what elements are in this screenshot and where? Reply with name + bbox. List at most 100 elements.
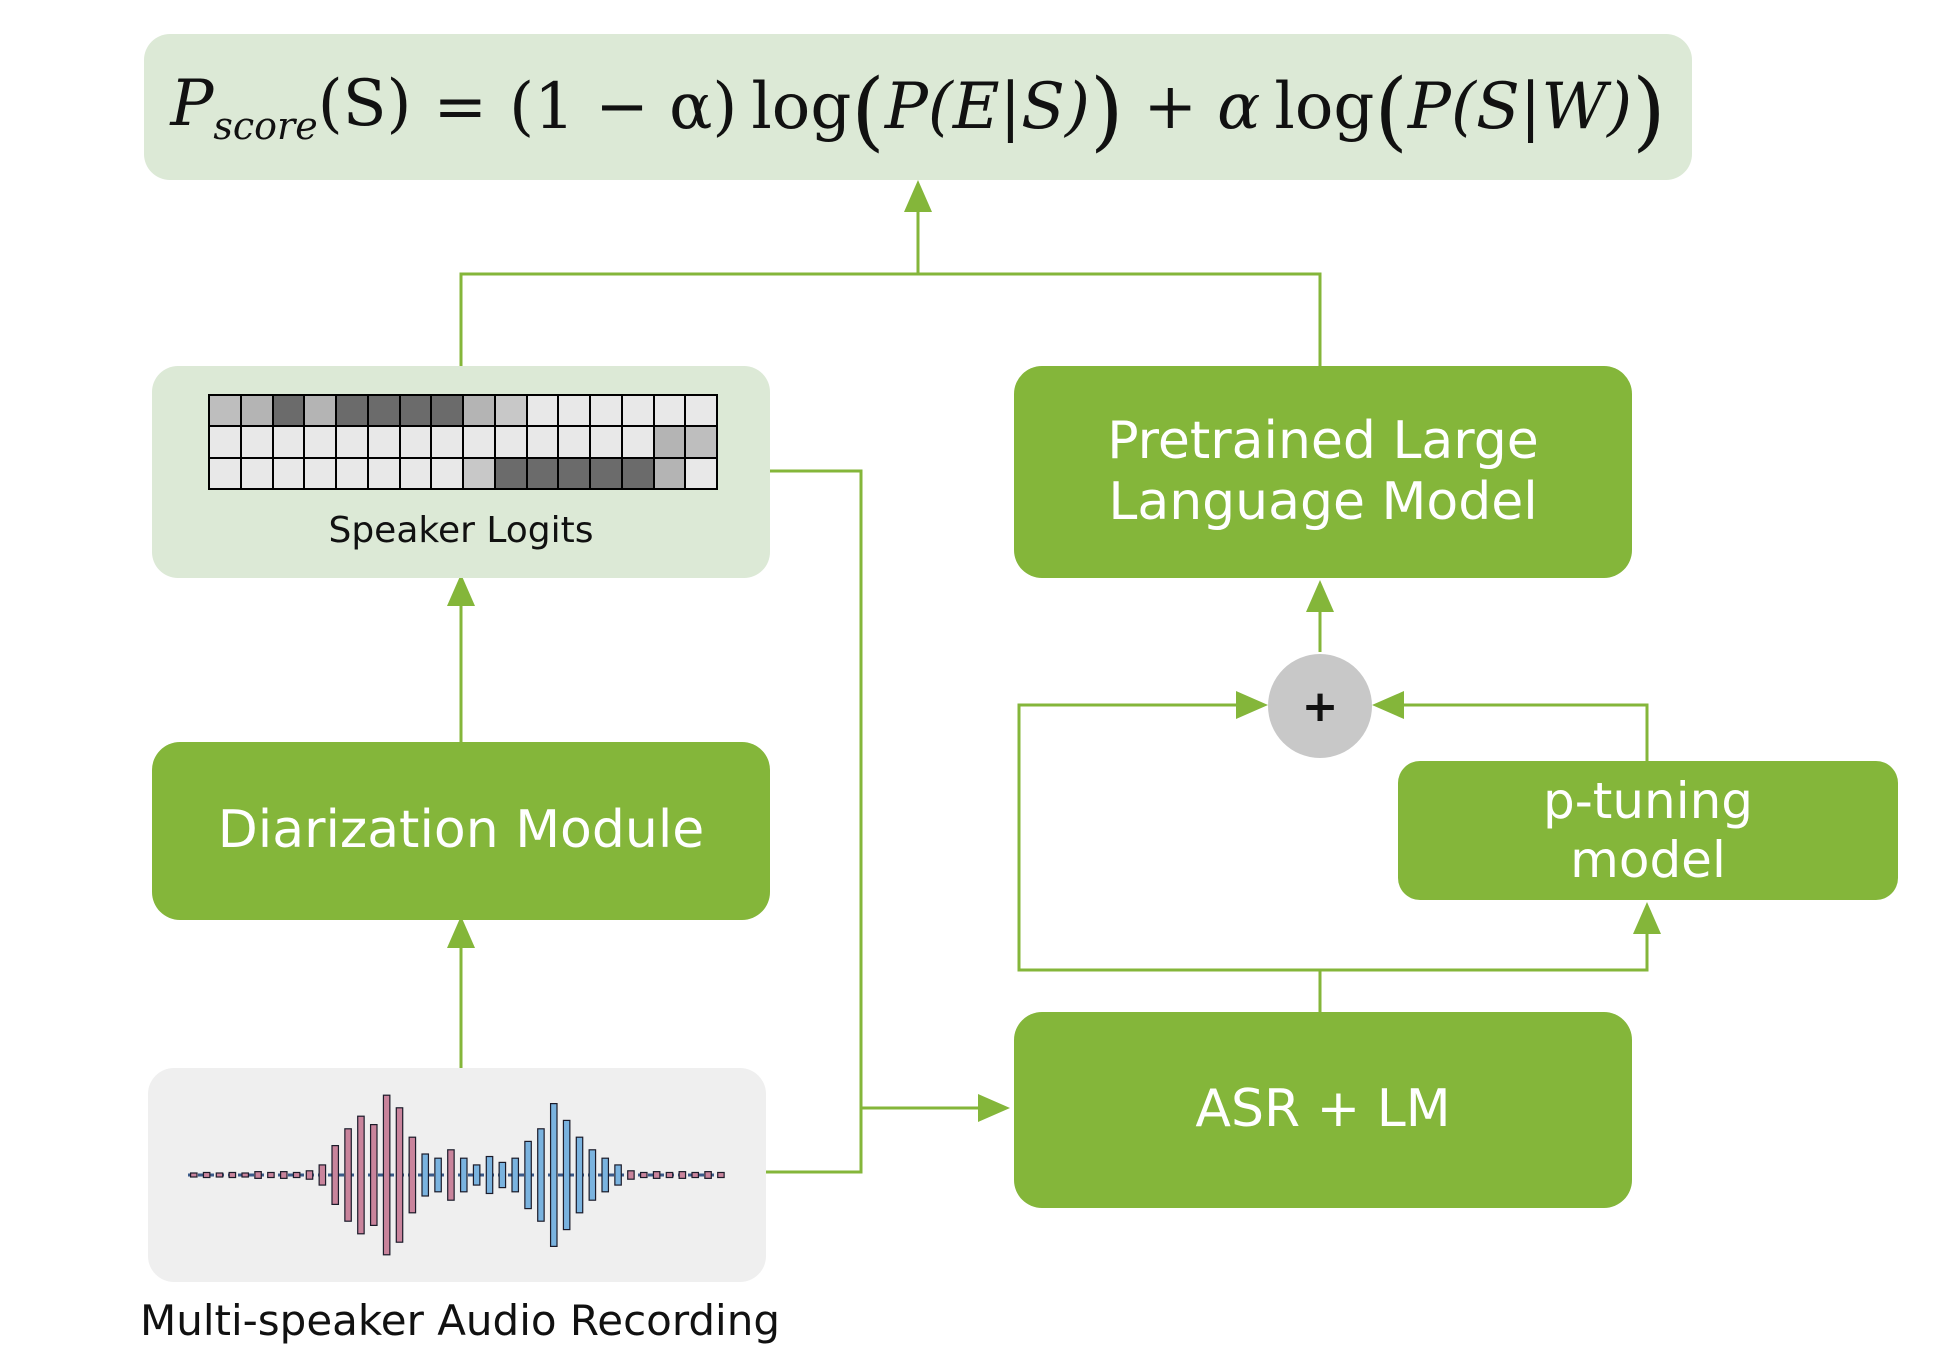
waveform-bar: [254, 1171, 262, 1179]
formula-lhs-symbol: P: [170, 66, 214, 141]
logit-cell: [591, 396, 621, 426]
logit-cell: [686, 458, 716, 488]
logit-cell: [527, 396, 558, 426]
plus-combiner: +: [1268, 654, 1372, 758]
formula-lhs-arg: (S): [317, 66, 412, 141]
waveform-bar: [459, 1157, 468, 1193]
speaker-logits-node: Speaker Logits: [152, 366, 770, 578]
arrowhead-llm: [1306, 580, 1334, 612]
logit-cell: [464, 427, 494, 457]
waveform-bar: [537, 1128, 545, 1222]
waveform-bar: [305, 1170, 314, 1180]
logit-cell: [400, 396, 431, 426]
logit-cell: [495, 427, 526, 457]
logit-cell: [464, 458, 494, 488]
waveform-bar: [639, 1171, 648, 1179]
logit-cell: [368, 427, 399, 457]
waveform-bar: [434, 1157, 442, 1193]
waveform-bar: [267, 1171, 275, 1179]
arrowhead-diarization: [447, 916, 475, 948]
waveform-bar: [382, 1094, 391, 1256]
waveform-bar: [357, 1115, 365, 1235]
logit-cell: [527, 458, 558, 488]
logit-cell: [654, 427, 685, 457]
logit-cell: [591, 458, 621, 488]
logit-cell: [622, 396, 653, 426]
logit-cell: [273, 427, 304, 457]
logit-cell: [210, 396, 240, 426]
arrowhead-asr: [978, 1094, 1010, 1122]
ptuning-model-node: p-tuning model: [1398, 761, 1898, 900]
logit-cell: [686, 427, 716, 457]
waveform-bar: [511, 1157, 520, 1193]
waveform-bar: [691, 1171, 700, 1179]
waveform-bar: [652, 1171, 661, 1179]
arrowhead-plus-right: [1372, 691, 1404, 719]
logit-cell: [400, 458, 431, 488]
arrowhead-logits: [447, 574, 475, 606]
logit-cell: [591, 427, 621, 457]
logit-cell: [559, 427, 589, 457]
arrowhead-formula: [904, 180, 932, 212]
score-formula: Pscore(S) = (1 − α) log (P(E|S)) + α log…: [144, 34, 1692, 180]
waveform-bar: [665, 1171, 674, 1179]
formula-lhs-subscript: score: [213, 103, 318, 148]
waveform-bar: [408, 1136, 417, 1214]
formula-log1: log: [751, 70, 852, 144]
logit-cell: [368, 396, 399, 426]
arrowhead-ptuning: [1633, 902, 1661, 934]
logit-cell: [654, 458, 685, 488]
edge-asr-to-plus: [1017, 703, 1320, 972]
waveform-bar: [678, 1171, 687, 1179]
logit-cell: [241, 396, 272, 426]
waveform-bar: [421, 1153, 430, 1197]
waveform-bar: [215, 1172, 224, 1178]
logit-cell: [432, 396, 462, 426]
formula-equals: =: [433, 70, 488, 144]
formula-plus: +: [1143, 70, 1198, 144]
waveform-bar: [614, 1164, 622, 1186]
waveform-bar: [524, 1140, 532, 1210]
logit-cell: [305, 396, 335, 426]
logit-cell: [464, 396, 494, 426]
waveform-graphic: [188, 1094, 728, 1256]
waveform-bar: [447, 1149, 455, 1201]
waveform-bar: [318, 1164, 327, 1186]
logit-cell: [337, 396, 367, 426]
logit-cell: [654, 396, 685, 426]
logit-cell: [686, 396, 716, 426]
logit-cell: [368, 458, 399, 488]
arrowhead-plus-left: [1236, 691, 1268, 719]
logit-cell: [622, 458, 653, 488]
waveform-bar: [189, 1172, 198, 1178]
waveform-bar: [395, 1107, 404, 1243]
waveform-bar: [292, 1171, 301, 1179]
logit-cell: [241, 427, 272, 457]
logit-cell: [273, 396, 304, 426]
audio-recording-label: Multi-speaker Audio Recording: [139, 1296, 780, 1345]
speaker-logits-grid: [208, 394, 718, 490]
waveform-bar: [202, 1171, 211, 1179]
waveform-bar: [627, 1170, 635, 1180]
waveform-bar: [717, 1171, 725, 1179]
waveform-bar: [228, 1171, 237, 1179]
edge-logits-to-asr: [770, 469, 1000, 1110]
waveform-bar: [704, 1171, 712, 1179]
edge-ptuning-to-plus: [1380, 703, 1649, 761]
formula-term1-coef: (1 − α): [509, 70, 738, 144]
formula-alpha: α: [1217, 70, 1261, 144]
formula-term2-inner: P(S|W): [1407, 70, 1633, 144]
waveform-bar: [241, 1172, 250, 1178]
diarization-module-node: Diarization Module: [152, 742, 770, 920]
waveform-bar: [369, 1123, 378, 1227]
logit-cell: [622, 427, 653, 457]
waveform-bar: [562, 1119, 571, 1231]
logit-cell: [495, 458, 526, 488]
waveform-bar: [485, 1155, 494, 1195]
logit-cell: [210, 458, 240, 488]
edge-asr-to-ptuning: [1320, 906, 1649, 972]
logit-cell: [305, 427, 335, 457]
waveform-bar: [575, 1136, 584, 1214]
